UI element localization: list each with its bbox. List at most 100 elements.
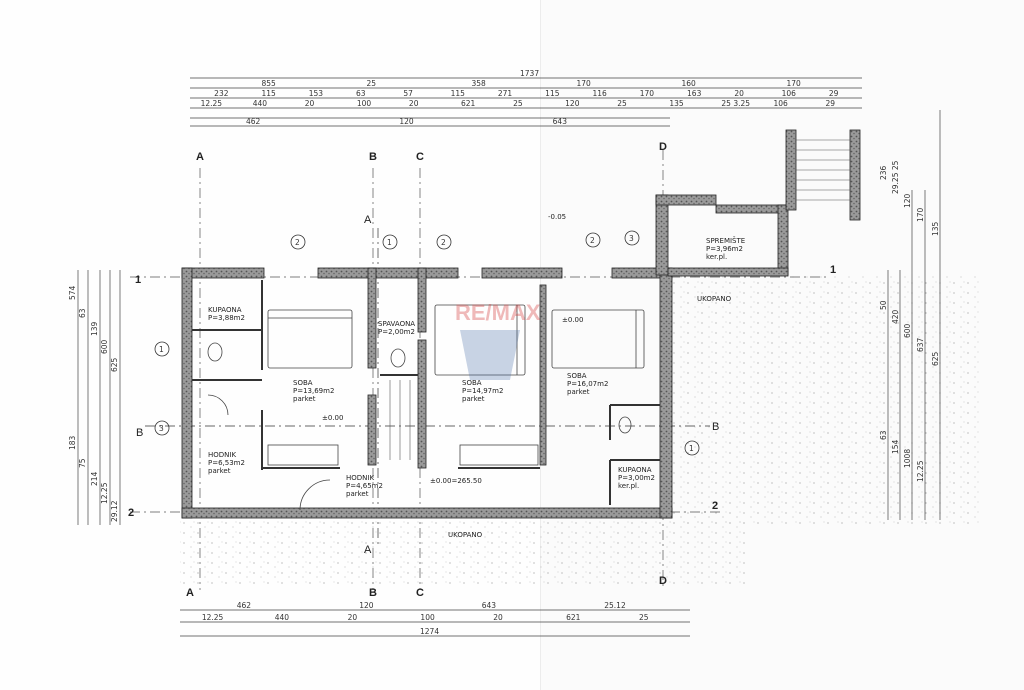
axis-2-right: 2 [712,500,718,512]
axis-c-bottom: C [416,587,424,599]
dim-label: 29 [826,99,836,108]
room-name: SOBA [293,379,313,387]
room-floor: parket [208,467,231,475]
dim-label: 25.12 [604,601,626,610]
room-name: KUPAONA [208,306,242,314]
level-mark-4: -0.05 [548,213,566,221]
level-mark-1: ±0.00 [562,316,583,324]
axis-d-bottom: D [659,575,667,587]
soil-right [670,275,980,525]
dim-label: 855 [262,79,277,88]
watermark-balloon [460,330,520,380]
dim-label: 643 [553,117,568,126]
dim-label-left: 214 [90,471,99,486]
side-dimension-lines [77,110,941,525]
dim-label-left: 574 [68,285,77,300]
room-floor: parket [462,395,485,403]
window-mark-label: 2 [295,238,300,247]
room-area: P=3,96m2 [706,245,743,253]
dim-label-right: 637 [916,337,925,352]
section-a-top: A [364,214,372,226]
dim-label: 57 [403,89,413,98]
dim-label: 25 [639,613,649,622]
room-area: P=2,00m2 [378,328,415,336]
room-floor: parket [346,490,369,498]
dim-label-right: 29.25 25 [891,160,900,194]
room-floor: ker.pl. [706,253,727,261]
dim-label-left: 183 [68,435,77,450]
window-mark-label: 2 [590,236,595,245]
room-name: KUPAONA [618,466,652,474]
level-mark-3: ±0.00 [322,414,343,422]
dim-label: 232 [214,89,229,98]
dim-label: 462 [246,117,261,126]
stair-walls [785,129,861,221]
dim-label: 643 [482,601,497,610]
room-name: SOBA [567,372,587,380]
dim-label: 358 [472,79,487,88]
dim-label: 63 [356,89,366,98]
dim-label-right: 1008 [903,449,912,468]
dim-label-right: 50 [879,300,888,310]
dim-label: 440 [253,99,268,108]
dim-total-bottom: 1274 [420,627,439,636]
dim-label-right: 625 [931,351,940,366]
window-mark-label: 1 [159,345,164,354]
bed-furniture [207,304,645,511]
dim-label-right: 420 [891,309,900,324]
dim-label: 462 [237,601,252,610]
window-mark-circle [290,234,306,250]
dim-label: 163 [687,89,702,98]
axis-d-top: D [659,141,667,153]
room-name: SOBA [462,379,482,387]
window-mark-label: 3 [629,234,634,243]
dim-label: 100 [357,99,372,108]
dim-label-left: 625 [110,357,119,372]
dim-label: 100 [420,613,435,622]
stair-treads [389,139,850,460]
window-mark-circle [585,232,601,248]
dim-label: 25 [367,79,377,88]
dim-label: 25 [617,99,627,108]
dim-label-right: 63 [879,430,888,440]
dim-label: 115 [545,89,560,98]
window-mark-label: 3 [159,424,164,433]
dim-label-left: 63 [78,308,87,318]
dim-label: 116 [592,89,607,98]
dim-label: 440 [275,613,290,622]
dim-label: 120 [359,601,374,610]
dim-label: 120 [565,99,580,108]
axis-2-left: 2 [128,507,134,519]
axis-b-top: B [369,151,377,163]
room-floor: parket [567,388,590,396]
window-mark-circle [684,440,700,456]
dim-label-right: 236 [879,165,888,180]
window-mark-label: 1 [689,444,694,453]
window-mark-circle [154,420,170,436]
ukopano-right: UKOPANO [697,295,732,303]
axis-1-right: 1 [830,264,836,276]
dim-label-right: 120 [903,193,912,208]
section-b-right: B [712,421,719,433]
exterior-walls [181,194,789,519]
bottom-dimension-lines [180,609,690,637]
room-name: SPREMIŠTE [706,236,745,245]
room-name: SPAVAONA [378,320,415,328]
dim-label-right: 154 [891,439,900,454]
room-area: P=16,07m2 [567,380,608,388]
room-area: P=14,97m2 [462,387,503,395]
axis-a-top: A [196,151,204,163]
dim-label: 29 [829,89,839,98]
top-dimension-lines [190,77,862,127]
room-area: P=13,69m2 [293,387,334,395]
dim-label: 271 [498,89,513,98]
window-mark-label: 2 [441,238,446,247]
dim-label: 115 [451,89,466,98]
dim-label: 160 [682,79,697,88]
level-mark-2: ±0.00=265.50 [430,477,482,485]
axis-c-top: C [416,151,424,163]
dim-label: 153 [309,89,324,98]
dim-label: 106 [782,89,797,98]
dim-label: 12.25 [201,99,223,108]
window-mark-circle [154,341,170,357]
